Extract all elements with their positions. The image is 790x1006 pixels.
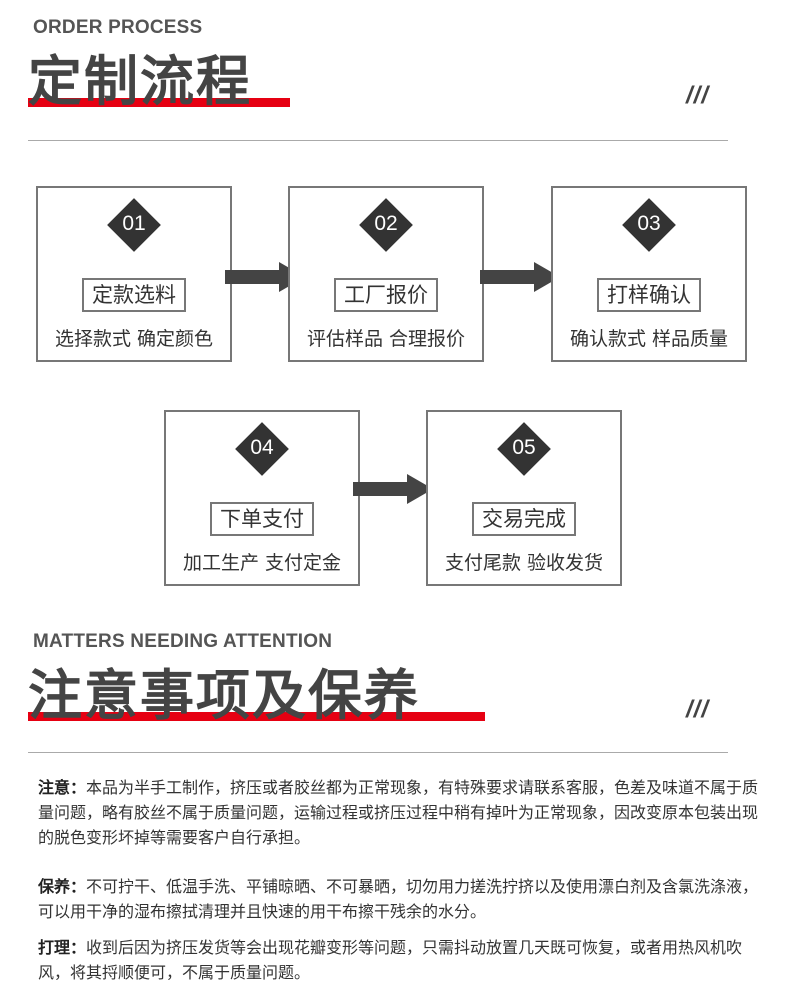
slash-decoration: /// [686, 696, 710, 723]
step-description: 确认款式 样品质量 [569, 328, 729, 350]
attention-title: 注意事项及保养 [28, 664, 420, 727]
step-number: 05 [512, 436, 536, 459]
note-text: 不可拧干、低温手洗、平铺晾晒、不可暴晒，切勿用力搓洗拧挤以及使用漂白剂及含氯洗涤… [38, 877, 759, 921]
step-number: 02 [374, 212, 398, 235]
note-label: 打理： [38, 938, 87, 957]
step-description: 加工生产 支付定金 [182, 552, 342, 574]
title-underline-bar [28, 98, 290, 107]
step-number: 01 [122, 212, 146, 235]
attention-title-block: 注意事项及保养 [28, 664, 485, 727]
step-card-1: 01 定款选料 选择款式 确定颜色 [36, 186, 232, 362]
step-card-2: 02 工厂报价 评估样品 合理报价 [288, 186, 484, 362]
step-description: 支付尾款 验收发货 [444, 552, 604, 574]
step-card-4: 04 下单支付 加工生产 支付定金 [164, 410, 360, 586]
step-title: 下单支付 [210, 502, 314, 536]
note-label: 注意： [38, 778, 87, 797]
note-text: 本品为半手工制作，挤压或者胶丝都为正常现象，有特殊要求请联系客服，色差及味道不属… [38, 778, 759, 847]
note-label: 保养： [38, 877, 87, 896]
note-maintenance: 保养：不可拧干、低温手洗、平铺晾晒、不可暴晒，切勿用力搓洗拧挤以及使用漂白剂及含… [38, 874, 760, 924]
slash-decoration: /// [686, 82, 710, 109]
divider [28, 752, 728, 753]
note-text: 收到后因为挤压发货等会出现花瓣变形等问题，只需抖动放置几天既可恢复，或者用热风机… [38, 938, 743, 982]
step-description: 选择款式 确定颜色 [54, 328, 214, 350]
step-description: 评估样品 合理报价 [306, 328, 466, 350]
process-title-block: 定制流程 [28, 50, 290, 113]
note-caution: 注意：本品为半手工制作，挤压或者胶丝都为正常现象，有特殊要求请联系客服，色差及味… [38, 775, 760, 850]
attention-subtitle-en: MATTERS NEEDING ATTENTION [33, 631, 333, 652]
step-number: 04 [250, 436, 274, 459]
title-underline-bar [28, 712, 485, 721]
process-subtitle-en: ORDER PROCESS [33, 17, 203, 38]
process-title: 定制流程 [28, 50, 252, 113]
step-card-5: 05 交易完成 支付尾款 验收发货 [426, 410, 622, 586]
note-care: 打理：收到后因为挤压发货等会出现花瓣变形等问题，只需抖动放置几天既可恢复，或者用… [38, 935, 760, 985]
step-title: 定款选料 [82, 278, 186, 312]
step-title: 交易完成 [472, 502, 576, 536]
step-number: 03 [637, 212, 661, 235]
divider [28, 140, 728, 141]
step-title: 工厂报价 [334, 278, 438, 312]
step-title: 打样确认 [597, 278, 701, 312]
step-card-3: 03 打样确认 确认款式 样品质量 [551, 186, 747, 362]
